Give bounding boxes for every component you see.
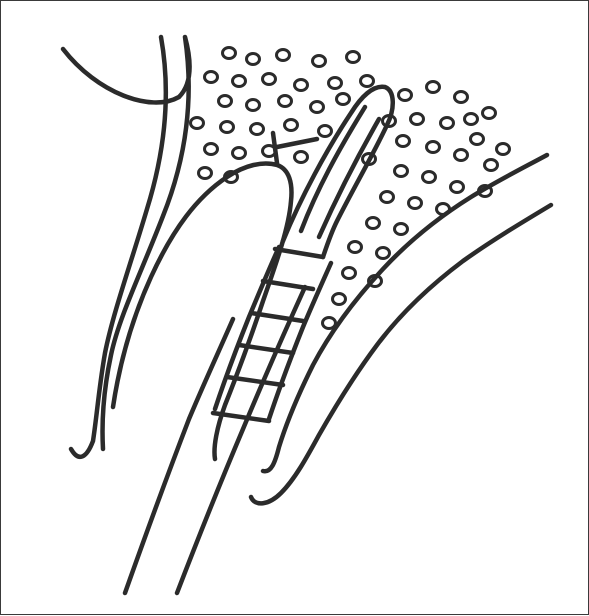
bone-trabecula-dot bbox=[247, 54, 260, 65]
bone-trabecula-dot bbox=[277, 50, 290, 61]
bone-trabecula-dot bbox=[349, 242, 362, 253]
bone-trabecula-dot bbox=[381, 192, 394, 203]
bone-trabecula-dot bbox=[337, 94, 350, 105]
bone-trabecula-dot bbox=[251, 124, 264, 135]
bone-trabecula-dot bbox=[441, 118, 454, 129]
bone-trabecula-dot bbox=[427, 142, 440, 153]
bone-trabecula-dot bbox=[279, 96, 292, 107]
bone-trabecula-dot bbox=[247, 100, 260, 111]
line-drawing bbox=[63, 37, 551, 593]
bone-trabeculae bbox=[191, 48, 510, 329]
bone-trabecula-dot bbox=[333, 294, 346, 305]
bone-trabecula-dot bbox=[223, 48, 236, 59]
bone-trabecula-dot bbox=[343, 268, 356, 279]
bone-trabecula-dot bbox=[455, 92, 468, 103]
bone-trabecula-dot bbox=[313, 56, 326, 67]
bone-trabecula-dot bbox=[205, 144, 218, 155]
bone-trabecula-dot bbox=[233, 148, 246, 159]
bone-trabecula-dot bbox=[423, 172, 436, 183]
bone-trabecula-dot bbox=[329, 78, 342, 89]
bone-trabecula-dot bbox=[347, 52, 360, 63]
bone-trabecula-dot bbox=[465, 114, 478, 125]
bone-trabecula-dot bbox=[219, 96, 232, 107]
bone-trabecula-dot bbox=[455, 150, 468, 161]
bone-trabecula-dot bbox=[199, 168, 212, 179]
bone-trabecula-dot bbox=[399, 90, 412, 101]
bone-trabecula-dot bbox=[427, 82, 440, 93]
bone-trabecula-dot bbox=[397, 136, 410, 147]
bone-trabecula-dot bbox=[377, 248, 390, 259]
bone-trabecula-dot bbox=[471, 134, 484, 145]
tooth-root bbox=[113, 164, 291, 460]
bone-trabecula-dot bbox=[367, 218, 380, 229]
bone-trabecula-dot bbox=[285, 120, 298, 131]
bone-trabecula-dot bbox=[395, 224, 408, 235]
bone-trabecula-dot bbox=[451, 182, 464, 193]
bone-trabecula-dot bbox=[319, 126, 332, 137]
bone-trabecula-dot bbox=[311, 102, 324, 113]
bone-trabecula-dot bbox=[221, 122, 234, 133]
bone-trabecula-dot bbox=[409, 198, 422, 209]
bone-trabecula-dot bbox=[191, 118, 204, 129]
bone-trabecula-dot bbox=[483, 108, 496, 119]
bone-trabecula-dot bbox=[295, 80, 308, 91]
bone-trabecula-dot bbox=[411, 114, 424, 125]
bone-trabecula-dot bbox=[263, 74, 276, 85]
bone-trabecula-dot bbox=[361, 76, 374, 87]
bone-trabecula-dot bbox=[323, 318, 336, 329]
bone-trabecula-dot bbox=[395, 166, 408, 177]
bone-trabecula-dot bbox=[295, 152, 308, 163]
bone-trabecula-dot bbox=[497, 144, 510, 155]
bone-trabecula-dot bbox=[205, 72, 218, 83]
bone-trabecula-dot bbox=[485, 160, 498, 171]
bone-trabecula-dot bbox=[437, 204, 450, 215]
bone-trabecula-dot bbox=[233, 76, 246, 87]
